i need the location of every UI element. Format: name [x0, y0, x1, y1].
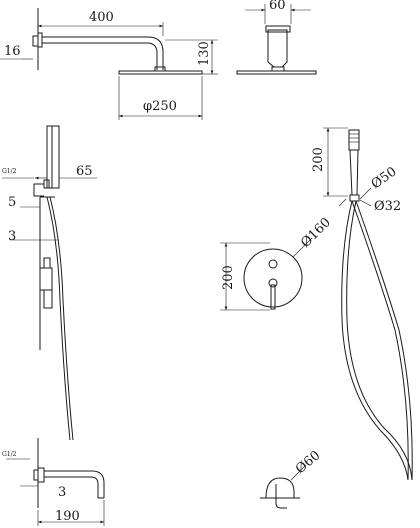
rail-side-view	[2, 125, 97, 441]
valve-depth-label: 3	[8, 229, 16, 244]
holder-diameter-32-label: Ø32	[374, 199, 401, 214]
outlet-offset-label: 5	[8, 195, 16, 210]
thread-rail-label: G1/2	[2, 168, 17, 175]
spout-diameter-label: Ø60	[293, 448, 323, 477]
shower-arm-front-view	[236, 4, 317, 75]
head-drop-label: 130	[197, 41, 212, 66]
spout-length-label: 190	[55, 509, 80, 524]
top-width-label: 60	[269, 0, 286, 13]
handheld-shower-view	[323, 127, 413, 481]
plate-diameter-label: Ø160	[298, 215, 334, 251]
rail-depth-label: 65	[76, 164, 93, 179]
spout-side-view	[6, 438, 105, 526]
spout-offset-label: 3	[58, 485, 66, 500]
plate-height-label: 200	[221, 265, 236, 290]
mixer-plate-view	[220, 237, 313, 311]
spout-front-view	[260, 464, 307, 509]
holder-diameter-50-label: Ø50	[369, 164, 400, 192]
wall-offset-label: 16	[4, 44, 21, 59]
thread-spout-label: G1/2	[2, 451, 17, 458]
arm-length-label: 400	[89, 10, 114, 25]
handheld-height-label: 200	[311, 147, 326, 172]
shower-arm-view	[0, 8, 218, 120]
head-diameter-label: φ250	[143, 99, 177, 114]
